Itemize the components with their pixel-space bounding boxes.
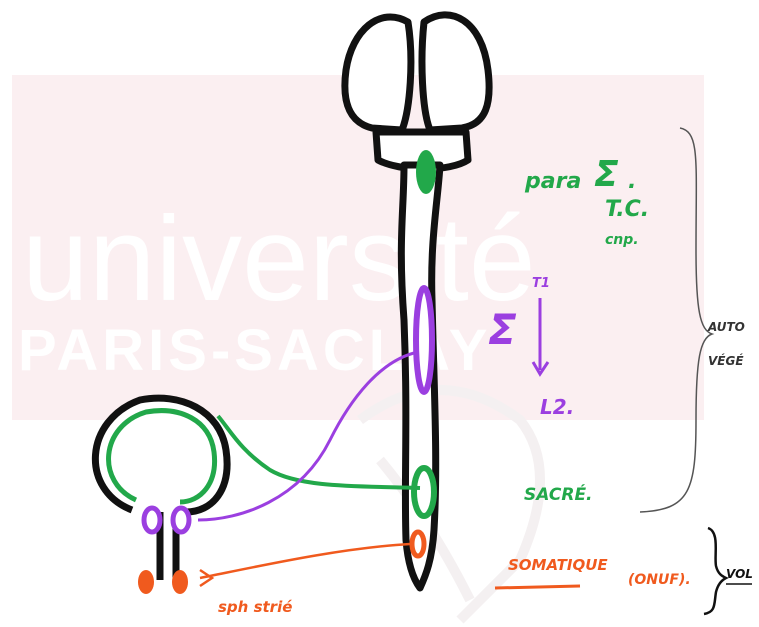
label-l2: L2. <box>540 395 574 419</box>
watermark: université PARIS-SACLAY <box>12 75 704 624</box>
label-sigma-sympathetic: Σ <box>488 305 517 354</box>
label-sigma-dot: . <box>628 169 636 194</box>
somatique-underline <box>494 584 581 590</box>
sympathetic-nucleus <box>413 285 435 395</box>
external-sphincter-left <box>138 570 154 594</box>
label-cnp: cnp. <box>605 232 639 248</box>
t1-l2-arrow <box>531 298 550 377</box>
label-somatique: SOMATIQUE <box>508 556 608 574</box>
watermark-line1: université <box>22 192 536 326</box>
pudendal-nerve-pathway <box>199 542 411 580</box>
detrusor-muscle <box>106 408 218 505</box>
onuf-nucleus <box>409 529 427 559</box>
voluntary-brace <box>703 526 729 616</box>
label-auto: AUTO <box>707 320 745 334</box>
label-onuf: (ONUF). <box>628 572 691 588</box>
internal-sphincter-right <box>170 505 192 535</box>
external-sphincter-right <box>172 570 188 594</box>
label-sigma-parasympathetic: Σ <box>594 154 619 195</box>
internal-sphincter-left <box>141 505 163 535</box>
hypogastric-nerve-pathway <box>197 350 419 522</box>
bladder <box>92 394 231 594</box>
label-t1: T1 <box>532 276 550 291</box>
watermark-background <box>12 75 704 420</box>
label-sph-strie: sph strié <box>218 598 292 616</box>
label-sacre: SACRÉ. <box>524 483 593 505</box>
bladder-wall <box>92 394 231 516</box>
pudendal-arrowhead <box>199 568 215 588</box>
brainstem-parasympathetic-nucleus <box>416 150 436 194</box>
label-tc: T.C. <box>605 197 649 222</box>
pelvic-nerve-pathway <box>216 414 421 490</box>
brain <box>341 11 493 173</box>
right-hemisphere <box>418 11 493 134</box>
label-vege: VÉGÉ <box>708 353 744 368</box>
sacral-parasympathetic-nucleus <box>411 465 437 519</box>
label-parasympathetic-prefix: para <box>524 169 581 194</box>
left-hemisphere <box>341 13 415 134</box>
watermark-logo-shape <box>357 385 545 624</box>
label-vol: VOL <box>726 567 753 581</box>
autonomic-brace <box>639 127 715 513</box>
